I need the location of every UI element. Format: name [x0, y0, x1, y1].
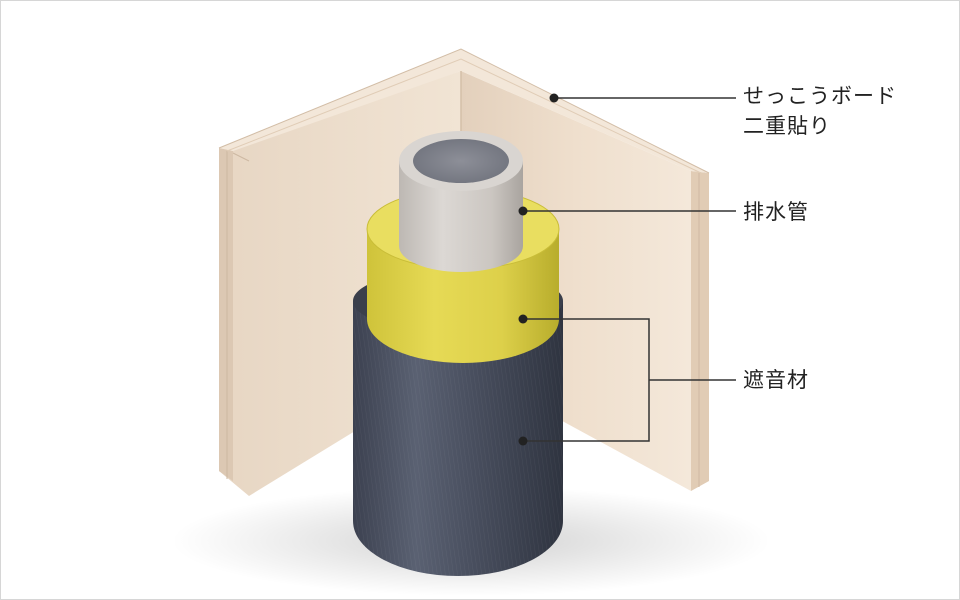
- leader-dot-drain-pipe: [518, 206, 528, 216]
- leader-lines: [523, 97, 736, 442]
- drain-pipe-body: [399, 131, 523, 272]
- label-gypsum-line2: 二重貼り: [743, 114, 831, 138]
- leader-dots: [518, 93, 559, 446]
- label-drain-pipe: 排水管: [743, 200, 809, 224]
- leader-dot-insulation-dark: [518, 436, 528, 446]
- leader-dot-gypsum: [549, 93, 559, 103]
- label-sound-insulation: 遮音材: [743, 368, 809, 392]
- leader-dot-insulation-yellow: [518, 314, 528, 324]
- label-gypsum-line1: せっこうボード: [743, 84, 897, 108]
